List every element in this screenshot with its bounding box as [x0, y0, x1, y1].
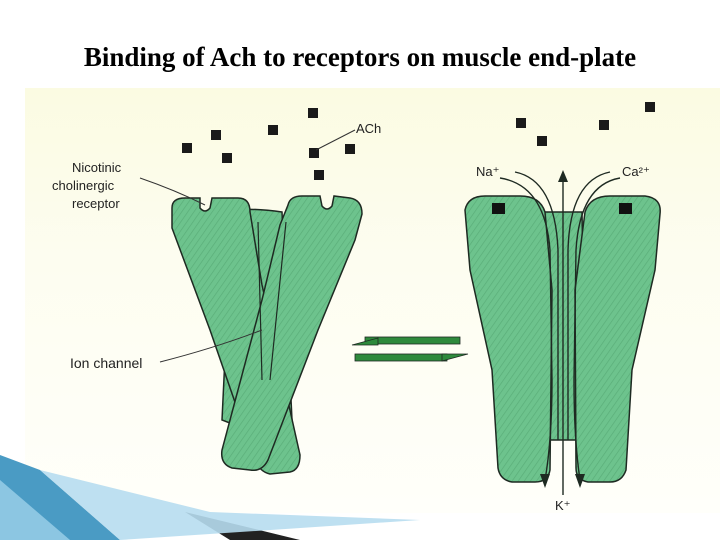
equilibrium-arrows: [352, 337, 468, 361]
ion-channel-text: Ion channel: [70, 355, 142, 371]
closed-receptor: [172, 196, 362, 474]
ach-molecules-right: [516, 102, 655, 146]
ach-bound-site-right: [619, 203, 632, 214]
nicotinic-label-line-3: receptor: [72, 196, 120, 211]
slide-corner-decoration: [0, 455, 420, 540]
sodium-ion-label: Na⁺: [476, 164, 499, 179]
potassium-ion-label: K⁺: [555, 498, 571, 513]
ach-molecules-left: [182, 108, 355, 180]
open-receptor-left-subunit: [465, 196, 552, 482]
ach-bound-site-left: [492, 203, 505, 214]
open-receptor-right-subunit: [575, 196, 660, 482]
nicotinic-label-line-1: Nicotinic: [72, 160, 122, 175]
calcium-ion-label: Ca²⁺: [622, 164, 650, 179]
ach-label: ACh: [356, 121, 381, 136]
nicotinic-label-line-2: cholinergic: [52, 178, 115, 193]
